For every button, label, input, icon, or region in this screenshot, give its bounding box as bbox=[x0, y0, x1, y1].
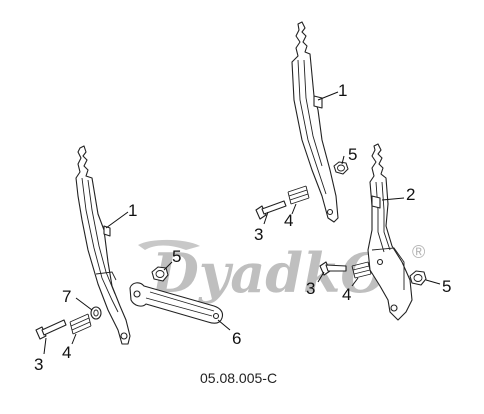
leader-lines bbox=[43, 91, 441, 355]
left-bolt bbox=[35, 319, 67, 340]
watermark-text: DyadkO bbox=[150, 241, 387, 305]
watermark-logo: DyadkO ® bbox=[138, 239, 425, 305]
washer bbox=[90, 306, 102, 320]
callout-mid-spring: 4 bbox=[342, 285, 351, 304]
top-spring bbox=[287, 185, 310, 205]
drawing-code: 05.08.005-C bbox=[200, 370, 278, 386]
callout-right-bracket: 2 bbox=[406, 185, 415, 204]
link-arm bbox=[129, 282, 224, 324]
callout-link-arm: 6 bbox=[232, 329, 241, 348]
callout-right-top-bracket: 1 bbox=[338, 81, 347, 100]
left-bracket bbox=[75, 145, 131, 345]
callout-left-bolt: 3 bbox=[34, 355, 43, 374]
right-nut bbox=[409, 270, 427, 286]
mid-spring bbox=[351, 261, 372, 279]
callout-washer: 7 bbox=[62, 287, 71, 306]
callout-top-bolt: 3 bbox=[254, 225, 263, 244]
callout-left-bracket: 1 bbox=[128, 201, 137, 220]
callout-top-nut: 5 bbox=[348, 145, 357, 164]
top-bolt bbox=[255, 200, 287, 220]
right-top-bracket bbox=[291, 21, 339, 223]
callout-left-nut: 5 bbox=[172, 247, 181, 266]
left-nut bbox=[151, 266, 169, 282]
right-bracket bbox=[367, 143, 413, 321]
callout-right-nut: 5 bbox=[442, 277, 451, 296]
registered-mark: ® bbox=[412, 242, 425, 262]
top-nut bbox=[333, 161, 349, 175]
callout-left-spring: 4 bbox=[62, 343, 71, 362]
left-spring bbox=[69, 313, 92, 335]
callout-top-spring: 4 bbox=[284, 211, 293, 230]
callout-mid-bolt: 3 bbox=[306, 279, 315, 298]
mid-bolt bbox=[319, 261, 347, 276]
